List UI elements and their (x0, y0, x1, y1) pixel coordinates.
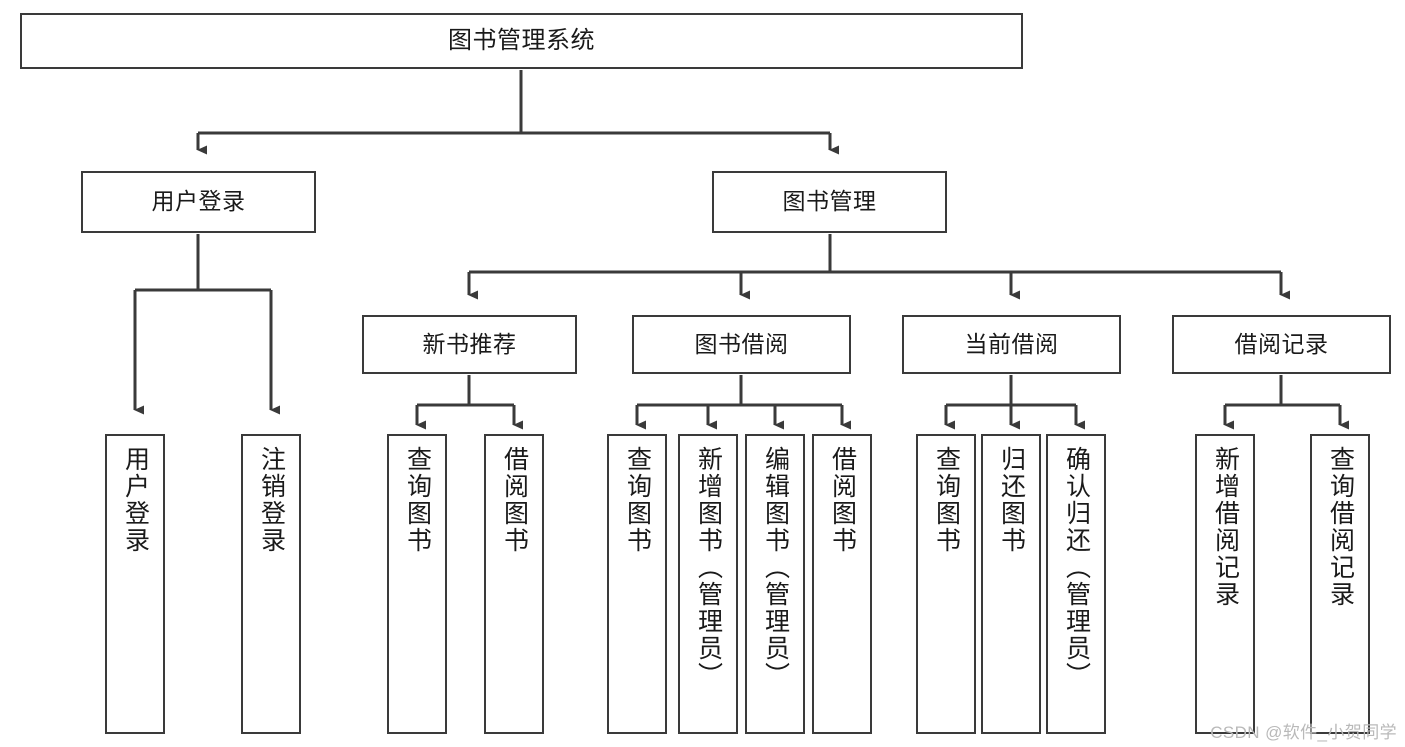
node-label: 查询图书 (623, 446, 652, 554)
node-leaf-query-book-1[interactable]: 查询图书 (387, 434, 447, 734)
node-label: 借阅记录 (1234, 330, 1329, 357)
node-leaf-query-borrow-record[interactable]: 查询借阅记录 (1310, 434, 1370, 734)
node-label: 图书借阅 (694, 330, 789, 357)
node-label: 图书管理 (782, 188, 877, 215)
node-label: 查询图书 (932, 446, 961, 554)
node-label: 借阅图书 (828, 446, 857, 554)
node-leaf-borrow-book-2[interactable]: 借阅图书 (812, 434, 872, 734)
node-label: 查询图书 (403, 446, 432, 554)
node-label: 确认归还（管理员） (1062, 446, 1091, 689)
node-book-management[interactable]: 图书管理 (712, 171, 947, 233)
node-leaf-return-book[interactable]: 归还图书 (981, 434, 1041, 734)
node-borrow-record[interactable]: 借阅记录 (1172, 315, 1391, 374)
node-label: 图书管理系统 (448, 26, 595, 54)
node-leaf-add-book[interactable]: 新增图书（管理员） (678, 434, 738, 734)
node-label: 新书推荐 (422, 330, 517, 357)
node-leaf-user-login[interactable]: 用户登录 (105, 434, 165, 734)
node-label: 新增借阅记录 (1211, 446, 1240, 608)
node-book-borrow[interactable]: 图书借阅 (632, 315, 851, 374)
node-label: 借阅图书 (500, 446, 529, 554)
watermark-text: CSDN @软件_小贺同学 (1210, 723, 1397, 742)
node-label: 注销登录 (257, 446, 286, 554)
node-label: 新增图书（管理员） (694, 446, 723, 689)
node-leaf-edit-book[interactable]: 编辑图书（管理员） (745, 434, 805, 734)
node-current-borrow[interactable]: 当前借阅 (902, 315, 1121, 374)
node-leaf-query-book-3[interactable]: 查询图书 (916, 434, 976, 734)
node-label: 当前借阅 (964, 330, 1059, 357)
node-label: 用户登录 (121, 446, 150, 554)
node-user-login[interactable]: 用户登录 (81, 171, 316, 233)
node-root-book-management-system[interactable]: 图书管理系统 (20, 13, 1023, 69)
node-label: 用户登录 (151, 188, 246, 215)
node-leaf-confirm-return[interactable]: 确认归还（管理员） (1046, 434, 1106, 734)
node-label: 归还图书 (997, 446, 1026, 554)
node-new-book-recommend[interactable]: 新书推荐 (362, 315, 577, 374)
node-leaf-add-borrow-record[interactable]: 新增借阅记录 (1195, 434, 1255, 734)
node-leaf-query-book-2[interactable]: 查询图书 (607, 434, 667, 734)
node-leaf-borrow-book-1[interactable]: 借阅图书 (484, 434, 544, 734)
node-label: 编辑图书（管理员） (761, 446, 790, 689)
node-label: 查询借阅记录 (1326, 446, 1355, 608)
node-leaf-logout-login[interactable]: 注销登录 (241, 434, 301, 734)
